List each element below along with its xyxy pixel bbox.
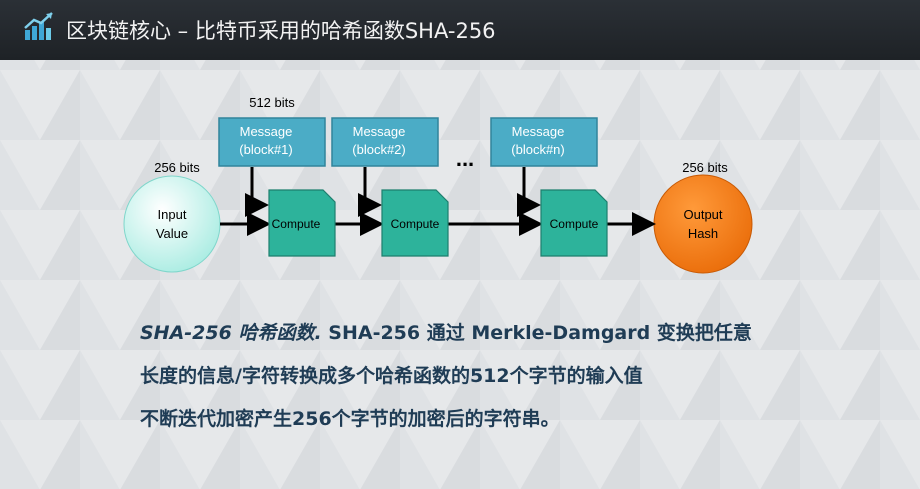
input-size-label: 256 bits: [154, 160, 200, 175]
input-value-line1: Input: [158, 207, 187, 222]
description-line-3: 不断迭代加密产生256个字节的加密后的字符串。: [140, 408, 560, 430]
message-arrows: [245, 167, 541, 217]
message-block-1: Message (block#1): [218, 117, 326, 167]
compute-box-2-label: Compute: [391, 217, 440, 231]
compute-box-n: Compute: [540, 189, 608, 257]
compute-box-2: Compute: [381, 189, 449, 257]
message-block-n: Message (block#n): [490, 117, 598, 167]
chart-growth-icon: [24, 12, 53, 40]
output-hash-line2: Hash: [688, 226, 718, 241]
compute-box-1: Compute: [268, 189, 336, 257]
description-line-1: SHA-256 哈希函数. SHA-256 通过 Merkle-Damgard …: [140, 312, 840, 355]
message-block-2-id: (block#2): [352, 142, 405, 157]
output-hash-node: Output Hash: [653, 174, 753, 274]
compute-box-1-label: Compute: [272, 217, 321, 231]
output-hash-line1: Output: [683, 207, 722, 222]
compute-box-n-label: Compute: [550, 217, 599, 231]
description: SHA-256 哈希函数. SHA-256 通过 Merkle-Damgard …: [140, 312, 840, 441]
title-bar: 区块链核心 – 比特币采用的哈希函数SHA-256: [0, 0, 920, 60]
description-term: SHA-256 哈希函数.: [140, 322, 322, 344]
message-block-n-title: Message: [512, 124, 565, 139]
block-size-label: 512 bits: [249, 95, 295, 110]
description-line-2: 长度的信息/字符转换成多个哈希函数的512个字节的输入值: [140, 365, 643, 387]
message-block-1-id: (block#1): [239, 142, 292, 157]
page-title: 区块链核心 – 比特币采用的哈希函数SHA-256: [66, 19, 496, 43]
output-size-label: 256 bits: [682, 160, 728, 175]
message-block-2: Message (block#2): [331, 117, 439, 167]
input-value-node: Input Value: [123, 175, 221, 273]
input-value-line2: Value: [156, 226, 188, 241]
description-line-1-rest: SHA-256 通过 Merkle-Damgard 变换把任意: [321, 322, 752, 344]
message-block-n-id: (block#n): [511, 142, 564, 157]
message-block-1-title: Message: [240, 124, 293, 139]
ellipsis: ...: [456, 146, 474, 171]
sha256-diagram: 512 bits 256 bits 256 bits Message (bloc…: [123, 95, 753, 274]
message-block-2-title: Message: [353, 124, 406, 139]
